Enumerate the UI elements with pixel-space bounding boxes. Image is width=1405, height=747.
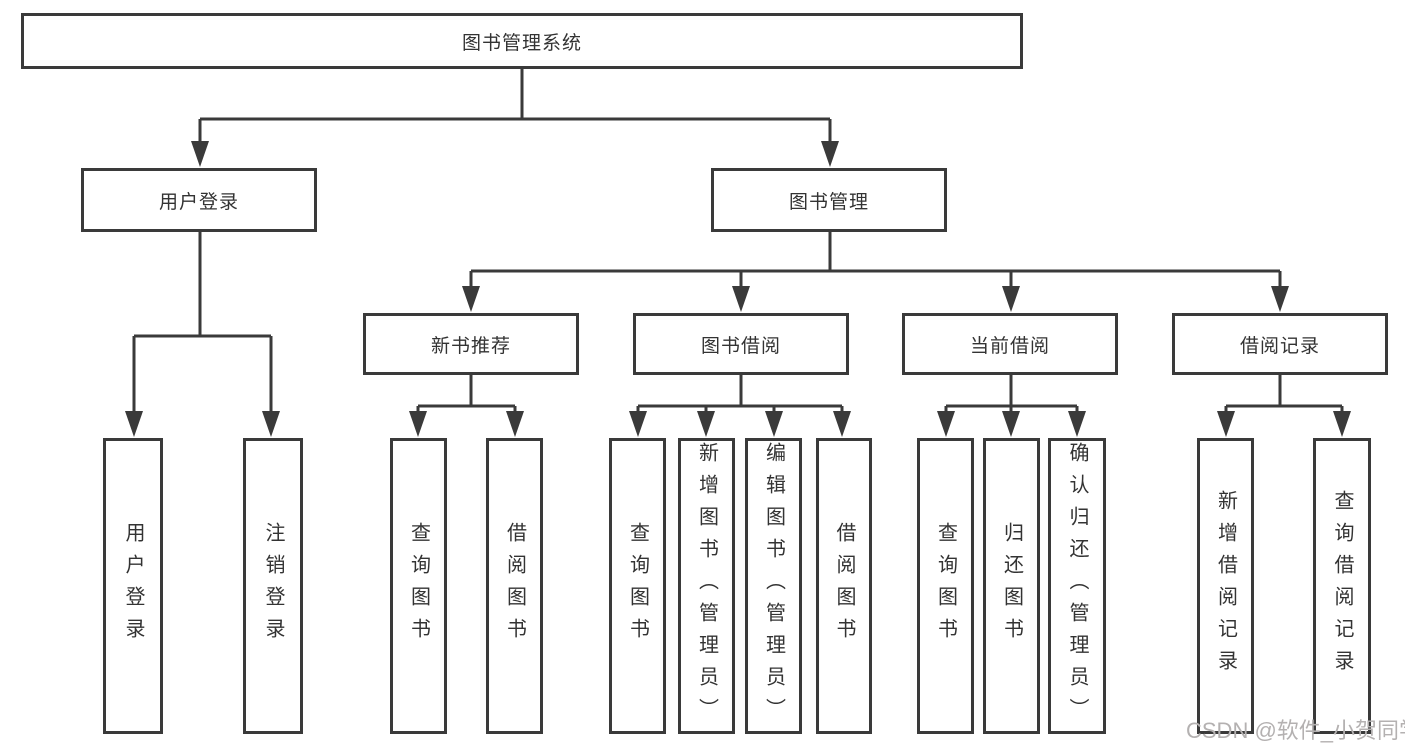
node-user-login-branch: 用户登录 bbox=[81, 168, 317, 232]
node-borrowing-records: 借阅记录 bbox=[1172, 313, 1388, 375]
arrowheads bbox=[125, 141, 1351, 437]
leaf-return-books: 归还图书 bbox=[983, 438, 1040, 734]
node-book-management-branch: 图书管理 bbox=[711, 168, 947, 232]
leaf-confirm-return-admin: 确认归还（管理员） bbox=[1048, 438, 1106, 734]
node-book-borrowing: 图书借阅 bbox=[633, 313, 849, 375]
leaf-query-borrow-record: 查询借阅记录 bbox=[1313, 438, 1371, 734]
leaf-query-books-current: 查询图书 bbox=[917, 438, 974, 734]
leaf-query-books-borrowing: 查询图书 bbox=[609, 438, 666, 734]
leaf-borrow-books-recommend: 借阅图书 bbox=[486, 438, 543, 734]
node-library-management-system: 图书管理系统 bbox=[21, 13, 1023, 69]
leaf-user-login: 用户登录 bbox=[103, 438, 163, 734]
leaf-borrow-books: 借阅图书 bbox=[816, 438, 872, 734]
leaf-edit-books-admin: 编辑图书（管理员） bbox=[745, 438, 802, 734]
leaf-logout-login: 注销登录 bbox=[243, 438, 303, 734]
node-current-borrowing: 当前借阅 bbox=[902, 313, 1118, 375]
node-new-book-recommendation: 新书推荐 bbox=[363, 313, 579, 375]
leaf-query-books-recommend: 查询图书 bbox=[390, 438, 447, 734]
leaf-add-books-admin: 新增图书（管理员） bbox=[678, 438, 735, 734]
csdn-watermark: CSDN @软件_小贺同学 bbox=[1186, 718, 1405, 743]
leaf-add-borrow-record: 新增借阅记录 bbox=[1197, 438, 1254, 734]
